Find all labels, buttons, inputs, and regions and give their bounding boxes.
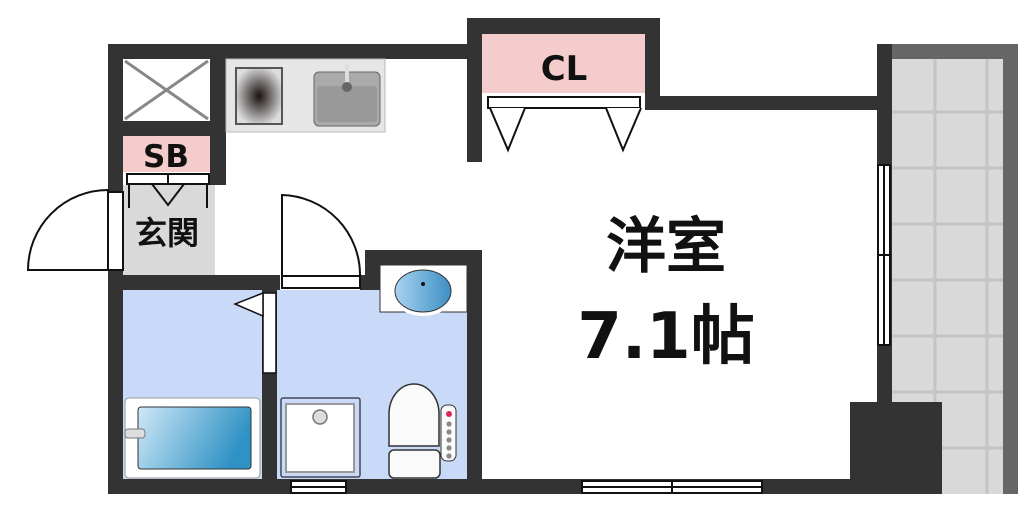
- balcony-grid: [892, 59, 1003, 494]
- toilet-icon: [388, 383, 457, 479]
- western-room-label: 洋室: [606, 212, 726, 282]
- washbasin-icon: [379, 264, 468, 316]
- bathroom-window: [290, 480, 347, 494]
- bathroom-door[interactable]: [233, 291, 277, 374]
- kitchen-counter: [225, 58, 386, 133]
- bathtub-icon: [124, 397, 261, 479]
- entrance-floor: [123, 185, 215, 275]
- south-window: [581, 480, 763, 494]
- pipe-space-icon: [123, 59, 210, 121]
- entrance-label: 玄関: [135, 214, 199, 252]
- closet-label: CL: [541, 49, 588, 89]
- shoe-box-label: SB: [143, 139, 189, 175]
- shower-tray-icon: [280, 397, 361, 478]
- shoe-box-area: [123, 136, 210, 172]
- sink-icon: [313, 64, 381, 127]
- western-room-size: 7.1帖: [577, 300, 754, 374]
- balcony-window: [877, 164, 891, 346]
- closet-area: [482, 34, 645, 93]
- closet-doors[interactable]: [487, 96, 642, 153]
- shoe-box-doors[interactable]: [126, 173, 210, 208]
- toilet-room-door[interactable]: [281, 193, 362, 289]
- entrance-door[interactable]: [26, 188, 124, 271]
- stove-icon: [235, 67, 283, 125]
